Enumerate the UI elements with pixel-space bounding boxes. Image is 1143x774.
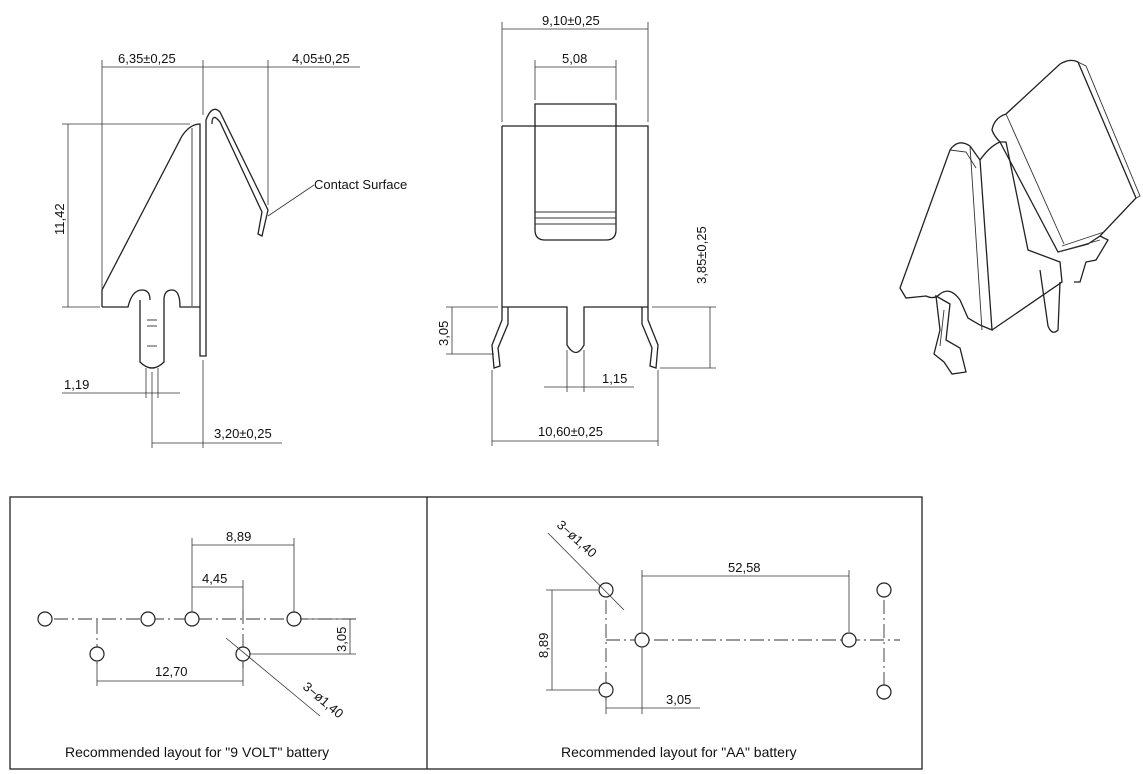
front-view-contact-tongue xyxy=(534,103,617,241)
side-view: 6,35±0,25 4,05±0,25 11,42 Contact Surfac… xyxy=(52,51,407,448)
hole-9v-5 xyxy=(89,646,105,662)
dim-height: 11,42 xyxy=(52,203,67,235)
hole-callout-9v: 3−ø1,40 xyxy=(300,679,346,721)
dim-leg-height: 3,05 xyxy=(436,321,451,346)
contact-surface-callout: Contact Surface xyxy=(314,177,407,192)
dim-9v-bottom: 12,70 xyxy=(155,664,188,679)
dim-9v-half: 4,45 xyxy=(202,571,227,586)
side-view-body xyxy=(101,108,269,357)
hole-aa-2 xyxy=(598,682,614,698)
hole-9v-6 xyxy=(235,646,251,662)
hole-aa-5 xyxy=(876,582,892,598)
dim-overall-top: 9,10±0,25 xyxy=(542,13,600,28)
dim-overall-bottom: 10,60±0,25 xyxy=(538,424,603,439)
front-view-plate xyxy=(502,125,649,307)
dim-top-right: 4,05±0,25 xyxy=(292,51,350,66)
hole-aa-4 xyxy=(841,632,857,648)
layout-aa: 3−ø1,40 52,58 8,89 3,05 Recommended layo… xyxy=(536,517,900,760)
dim-pin-offset: 3,20±0,25 xyxy=(214,426,272,441)
layout-frame xyxy=(9,496,923,770)
dim-right-height: 3,85±0,25 xyxy=(694,226,709,284)
hole-9v-3 xyxy=(184,611,200,627)
dim-aa-offset: 3,05 xyxy=(666,692,691,707)
hole-9v-4 xyxy=(286,611,302,627)
hole-9v-2 xyxy=(140,611,156,627)
caption-aa: Recommended layout for "AA" battery xyxy=(561,744,797,760)
isometric-battery-clip-icon xyxy=(899,59,1141,375)
hole-aa-1 xyxy=(598,582,614,598)
layout-9v: 8,89 4,45 3,05 12,70 3−ø1,40 Recommended… xyxy=(37,529,360,760)
dim-top-left: 6,35±0,25 xyxy=(118,51,176,66)
hole-callout-aa: 3−ø1,40 xyxy=(554,517,600,560)
hole-9v-1 xyxy=(37,611,53,627)
dim-pin-width: 1,19 xyxy=(64,377,89,392)
front-view: 9,10±0,25 5,08 3,85±0,25 3,05 1,15 10,60… xyxy=(436,13,716,446)
dim-front-pin-width: 1,15 xyxy=(602,371,627,386)
dim-aa-long: 52,58 xyxy=(728,560,761,575)
hole-aa-6 xyxy=(876,684,892,700)
dim-aa-vertical: 8,89 xyxy=(536,633,551,658)
dim-contact-width: 5,08 xyxy=(562,51,587,66)
dim-9v-wide: 8,89 xyxy=(226,529,251,544)
caption-9v: Recommended layout for "9 VOLT" battery xyxy=(65,744,329,760)
hole-aa-3 xyxy=(634,632,650,648)
dim-9v-vertical: 3,05 xyxy=(334,627,349,652)
